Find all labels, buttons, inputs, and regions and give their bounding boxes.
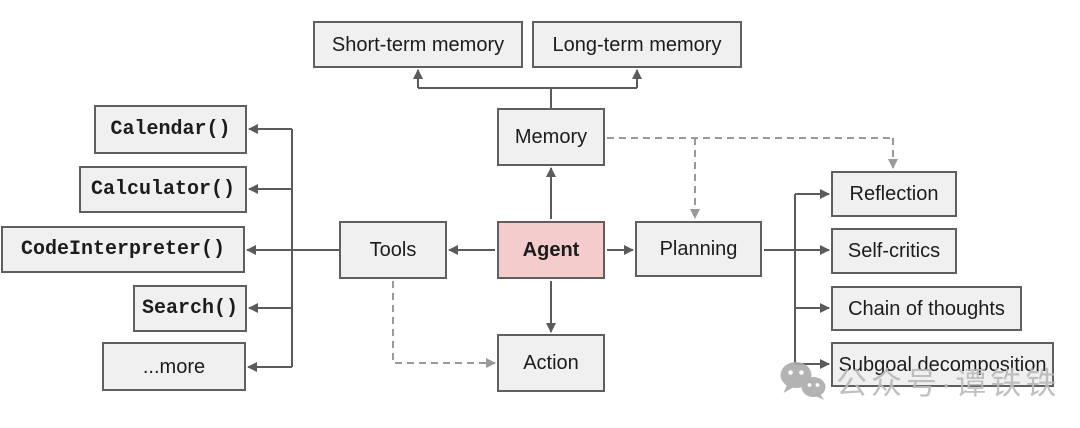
node-reflection: Reflection [831, 171, 957, 217]
node-chain-of-thoughts: Chain of thoughts [831, 286, 1022, 331]
arrow-memory-to-memory-types [413, 69, 642, 108]
node-self-critics: Self-critics [831, 228, 957, 274]
node-calendar: Calendar() [94, 105, 247, 154]
node-calculator: Calculator() [79, 166, 247, 213]
node-planning: Planning [635, 221, 762, 277]
node-code-interpreter: CodeInterpreter() [1, 226, 245, 273]
node-short-term-memory: Short-term memory [313, 21, 523, 68]
dashed-tools-to-action [392, 281, 496, 368]
arrows-planning-to-strategies [764, 189, 830, 369]
node-search: Search() [133, 285, 247, 332]
node-subgoal-decomposition: Subgoal decomposition [831, 342, 1054, 387]
node-memory: Memory [497, 108, 605, 166]
node-long-term-memory: Long-term memory [532, 21, 742, 68]
arrows-tools-to-tool-list [246, 124, 339, 372]
node-more: ...more [102, 342, 246, 391]
node-action: Action [497, 334, 605, 392]
wechat-icon [780, 361, 826, 400]
node-agent: Agent [497, 221, 605, 279]
node-tools: Tools [339, 221, 447, 279]
